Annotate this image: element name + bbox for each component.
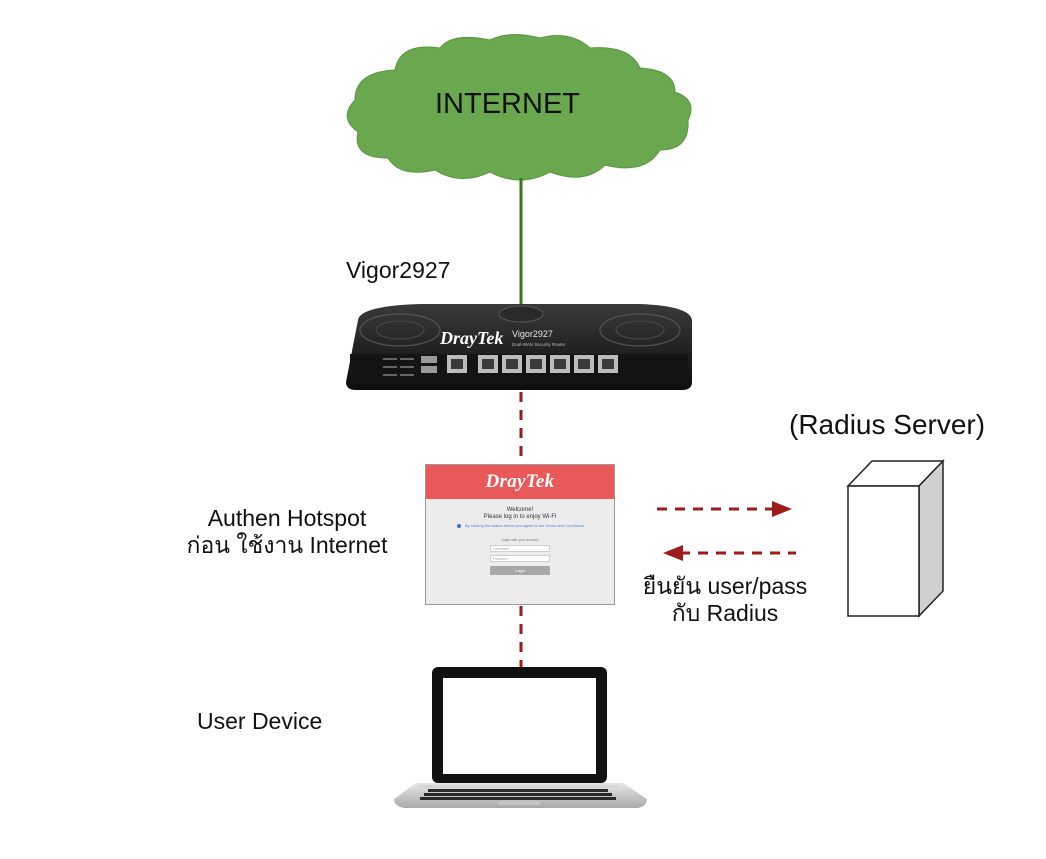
router-model-label: Vigor2927 [346,257,451,283]
radius-server-icon [846,459,945,618]
router-icon: DrayTek Vigor2927 Dual-WAN Security Rout… [346,304,692,390]
portal-brand: DrayTek [485,471,555,492]
portal-header: DrayTek [426,465,614,499]
agree-radio-icon[interactable] [457,523,461,528]
router-brand-text: DrayTek [439,328,503,348]
laptop-icon [394,667,647,808]
portal-agree-text: By clicking the button below you agree t… [465,523,585,528]
portal-agree-row[interactable]: By clicking the button below you agree t… [457,523,614,528]
internet-label: INTERNET [435,88,580,120]
portal-password-field[interactable]: Password [490,555,550,562]
hotspot-label: Authen Hotspot ก่อน ใช้งาน Internet [162,505,412,559]
hotspot-portal: DrayTek Welcome! Please log in to enjoy … [425,464,615,605]
arrow-to-radius [657,501,792,517]
hotspot-label-line2: ก่อน ใช้งาน Internet [186,532,388,559]
radius-verify-line2: กับ Radius [671,600,779,627]
arrow-from-radius [663,545,796,561]
portal-username-field[interactable]: Username [490,545,550,552]
radius-server-label: (Radius Server) [789,409,986,440]
router-model-text: Vigor2927 [512,329,553,339]
portal-form-hint: Login with your account [501,538,539,542]
internet-cloud-icon [346,34,692,181]
hotspot-label-line1: Authen Hotspot [207,505,367,531]
user-device-label: User Device [197,708,323,734]
radius-verify-line1: ยืนยัน user/pass [642,573,808,599]
portal-login-button[interactable]: Login [490,566,550,575]
radius-verify-label: ยืนยัน user/pass กับ Radius [620,573,830,627]
router-tagline-text: Dual-WAN Security Router [512,342,566,347]
portal-welcome: Welcome! [506,507,534,513]
portal-subtitle: Please log in to enjoy Wi-Fi [483,514,557,520]
